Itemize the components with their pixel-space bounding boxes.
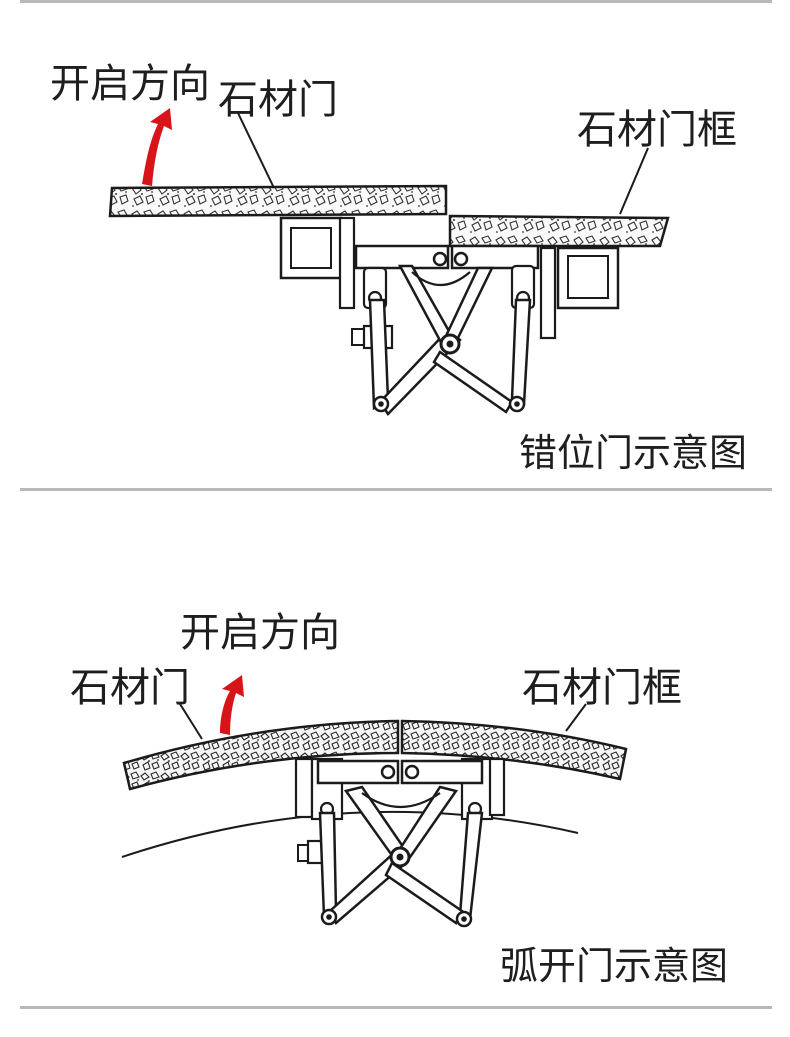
right-mount-plate	[400, 759, 484, 785]
left-arm	[368, 298, 390, 411]
scissor-link-b	[432, 350, 514, 414]
top-divider	[20, 0, 772, 3]
stone-door-label: 石材门	[70, 665, 190, 711]
frame-leader-line	[565, 703, 587, 732]
right-arm	[458, 811, 484, 921]
up-arrow-icon	[142, 108, 172, 186]
stone-frame-label: 石材门框	[522, 665, 682, 711]
left-arm	[318, 811, 338, 919]
bottom-divider	[20, 1006, 772, 1009]
frame-leader-line	[619, 147, 649, 215]
arc-door-drawing	[121, 675, 628, 928]
stone-door-slab	[108, 184, 448, 218]
stone-door-label: 石材门	[218, 77, 338, 123]
door-leader-line	[237, 112, 275, 189]
diagram-arc-door: 开启方向 石材门 石材门框 弧开门示意图	[0, 491, 790, 1009]
diagram-offset-door: 开启方向 石材门 石材门框 错位门示意图	[0, 0, 790, 490]
stone-frame-slab	[400, 719, 628, 781]
right-mount-plate	[450, 244, 540, 270]
arc-track	[121, 810, 579, 858]
diagram-caption: 弧开门示意图	[500, 944, 729, 988]
offset-door-drawing	[108, 108, 670, 416]
door-leader-line	[179, 703, 203, 740]
diagram-caption: 错位门示意图	[519, 431, 748, 475]
opening-direction-label: 开启方向	[50, 61, 210, 107]
scissor-link-d	[444, 266, 494, 344]
left-mount-plate	[316, 759, 400, 785]
opening-direction-label: 开启方向	[180, 610, 340, 656]
scissor-link-b	[384, 861, 464, 925]
up-arrow-icon	[220, 675, 244, 735]
stone-frame-label: 石材门框	[577, 107, 737, 153]
stone-door-slab	[122, 719, 400, 791]
stone-frame-slab	[448, 214, 670, 248]
right-arm	[510, 298, 532, 406]
middle-divider	[20, 488, 772, 491]
adjust-screw	[297, 844, 309, 862]
adjust-screw	[351, 328, 365, 346]
